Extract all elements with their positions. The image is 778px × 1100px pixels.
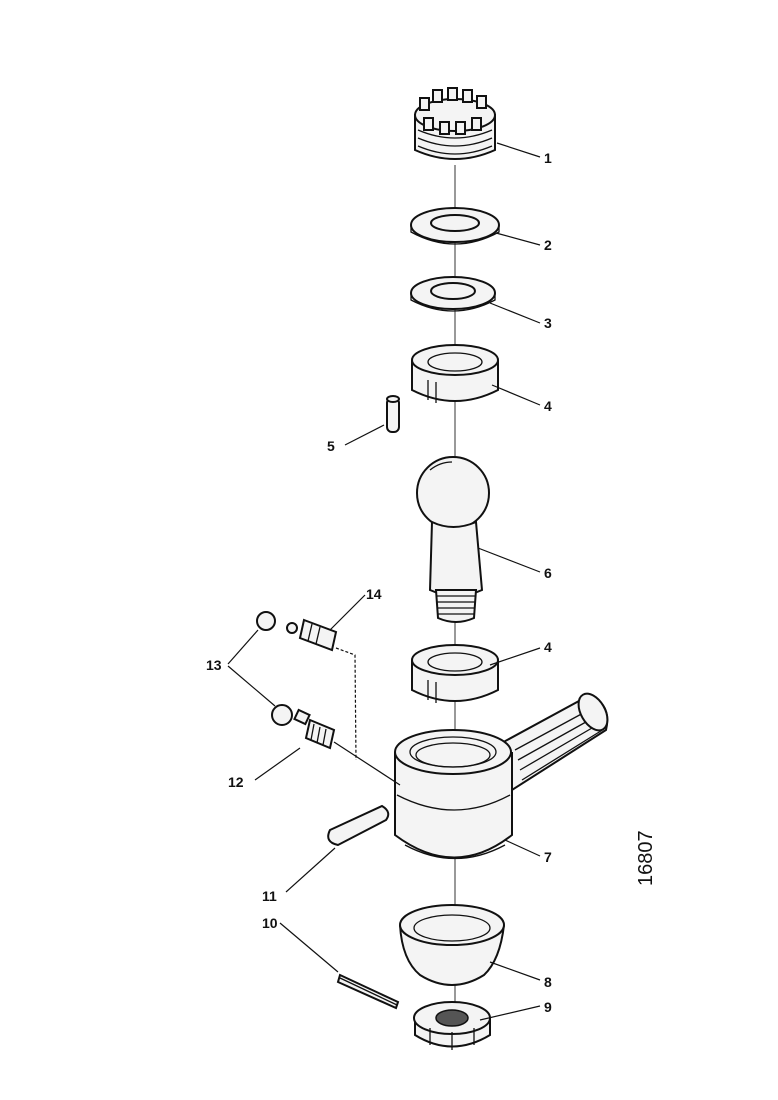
callout-10: 10 xyxy=(262,915,278,931)
fitting-entry-line xyxy=(333,741,401,786)
part-14-grease-fitting xyxy=(256,611,338,652)
part-5-pin xyxy=(386,395,400,433)
callout-11: 11 xyxy=(262,888,277,904)
fitting-alignment-line xyxy=(335,647,357,761)
callout-4-lower: 4 xyxy=(544,639,552,655)
callout-1: 1 xyxy=(544,150,552,166)
callout-12: 12 xyxy=(228,774,244,790)
part-2-washer xyxy=(410,207,500,245)
leader-lines xyxy=(227,142,541,1021)
part-4-lower-ball-seat xyxy=(411,644,499,703)
callout-6: 6 xyxy=(544,565,552,581)
part-4-upper-ball-seat xyxy=(411,344,499,403)
callout-8: 8 xyxy=(544,974,552,990)
part-11-cotter-pin xyxy=(327,804,390,847)
callout-9: 9 xyxy=(544,999,552,1015)
callout-4-upper: 4 xyxy=(544,398,552,414)
callout-7: 7 xyxy=(544,849,552,865)
part-7-housing xyxy=(394,692,609,860)
part-6-ball-stud xyxy=(416,456,490,623)
callout-2: 2 xyxy=(544,237,552,253)
part-9-nut xyxy=(413,1001,491,1050)
part-1-adjusting-plug xyxy=(414,87,496,160)
part-10-split-pin xyxy=(336,973,400,1010)
part-8-dust-cover xyxy=(399,904,505,986)
callout-13: 13 xyxy=(206,657,222,673)
part-3-washer xyxy=(410,276,496,312)
callout-5: 5 xyxy=(327,438,335,454)
callout-3: 3 xyxy=(544,315,552,331)
callout-14: 14 xyxy=(366,586,382,602)
figure-reference: 16807 xyxy=(635,830,657,886)
part-12-grease-fitting xyxy=(271,704,336,750)
